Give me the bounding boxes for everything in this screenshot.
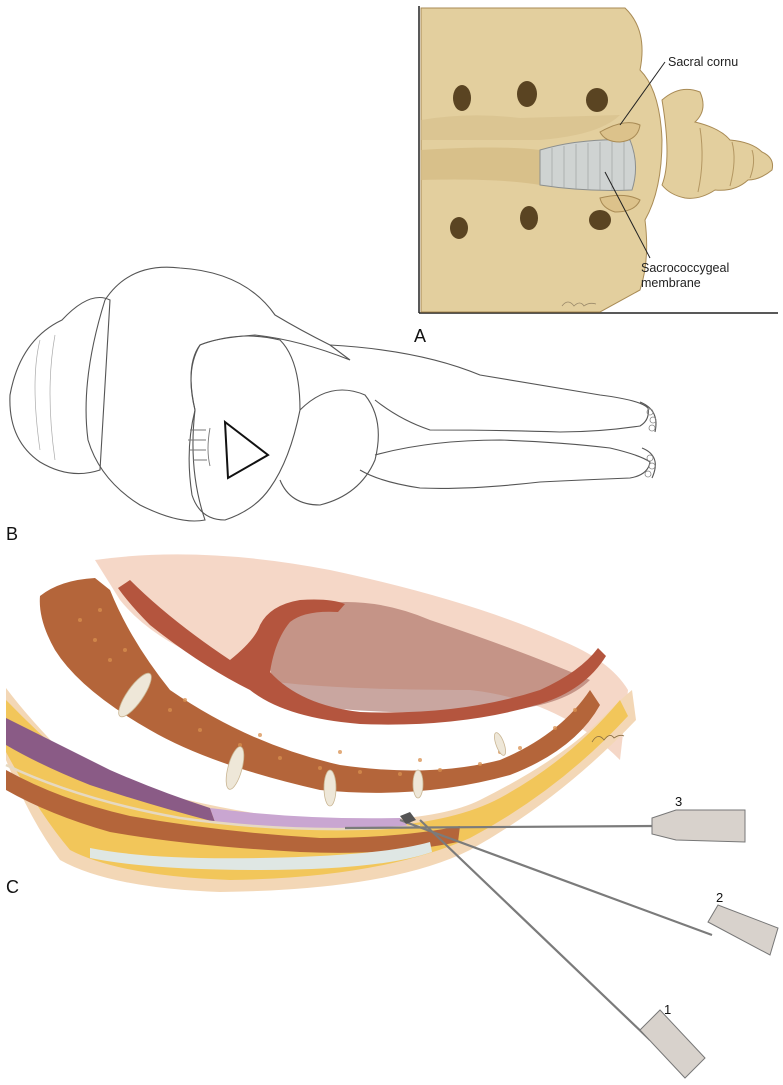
needle-2: 2 [399, 818, 779, 956]
needle-1-hub [639, 1009, 706, 1079]
leader-sacral-cornu [619, 61, 666, 126]
callout-membrane-line1: Sacrococcygeal [641, 261, 729, 275]
patient-feet [639, 401, 657, 479]
ligament-white-band [90, 842, 432, 870]
artist-signature [561, 301, 597, 307]
needle-2-number: 2 [716, 890, 723, 905]
sacral-foramen [520, 206, 538, 230]
callout-sacral-cornu: Sacral cornu [668, 55, 738, 69]
epidural-space-lavender [210, 808, 408, 829]
panel-c-sagittal-section: 1 2 3 [5, 554, 779, 1079]
posterior-sacrum-band [6, 770, 460, 853]
leader-sacrococcygeal-membrane [604, 171, 651, 259]
needle-1-number: 1 [664, 1002, 671, 1017]
artist-signature [591, 734, 625, 743]
panel-letter-a: A [414, 326, 426, 346]
sacral-spine-sketch [188, 427, 211, 467]
patient-upper-leg [329, 344, 649, 433]
epidural-venous-plexus [6, 718, 215, 822]
needle-2-hub [707, 904, 779, 956]
patient-head [9, 296, 111, 475]
needle-1-shaft [419, 819, 651, 1041]
palpation-triangle [223, 419, 270, 480]
sacral-foramen [517, 81, 537, 107]
coccyx [661, 88, 773, 199]
sacral-foramen [453, 85, 471, 111]
sacrum-crest-shadow [421, 115, 620, 140]
needle-3: 3 [344, 794, 746, 843]
needle-entry-point [400, 812, 416, 824]
sacral-cornu [599, 194, 641, 213]
sacral-cornu [599, 122, 641, 143]
membrane-fibres [551, 141, 625, 190]
needle-1: 1 [419, 819, 706, 1079]
callout-membrane-line2: membrane [641, 276, 701, 290]
patient-buttocks [188, 335, 301, 521]
coccyx-segment-line [729, 141, 735, 187]
rectum-dark-region [268, 602, 590, 713]
sacral-foramen [586, 88, 608, 112]
marrow-speckle [78, 608, 577, 776]
sacral-vertebral-bodies [39, 578, 600, 793]
sacrum-shadow [421, 147, 540, 185]
rectal-wall [118, 580, 606, 725]
coccyx-segment-line [697, 127, 703, 193]
coccyx-segment-line [749, 149, 755, 179]
needle-3-number: 3 [675, 794, 682, 809]
intervertebral-discs [118, 672, 506, 807]
needle-3-shaft [344, 824, 656, 830]
needle-2-shaft [399, 818, 713, 937]
needle-3-hub [651, 809, 746, 843]
panel-letter-c: C [6, 877, 19, 897]
panel-b-prone-patient [9, 266, 657, 522]
sacral-foramen [589, 210, 611, 230]
patient-torso [85, 266, 351, 522]
sacral-foramen [450, 217, 468, 239]
panel-a-sacrum-view: Sacral cornu Sacrococcygeal membrane A [414, 6, 778, 346]
patient-lower-leg [359, 439, 651, 489]
panel-letter-b: B [6, 524, 18, 544]
